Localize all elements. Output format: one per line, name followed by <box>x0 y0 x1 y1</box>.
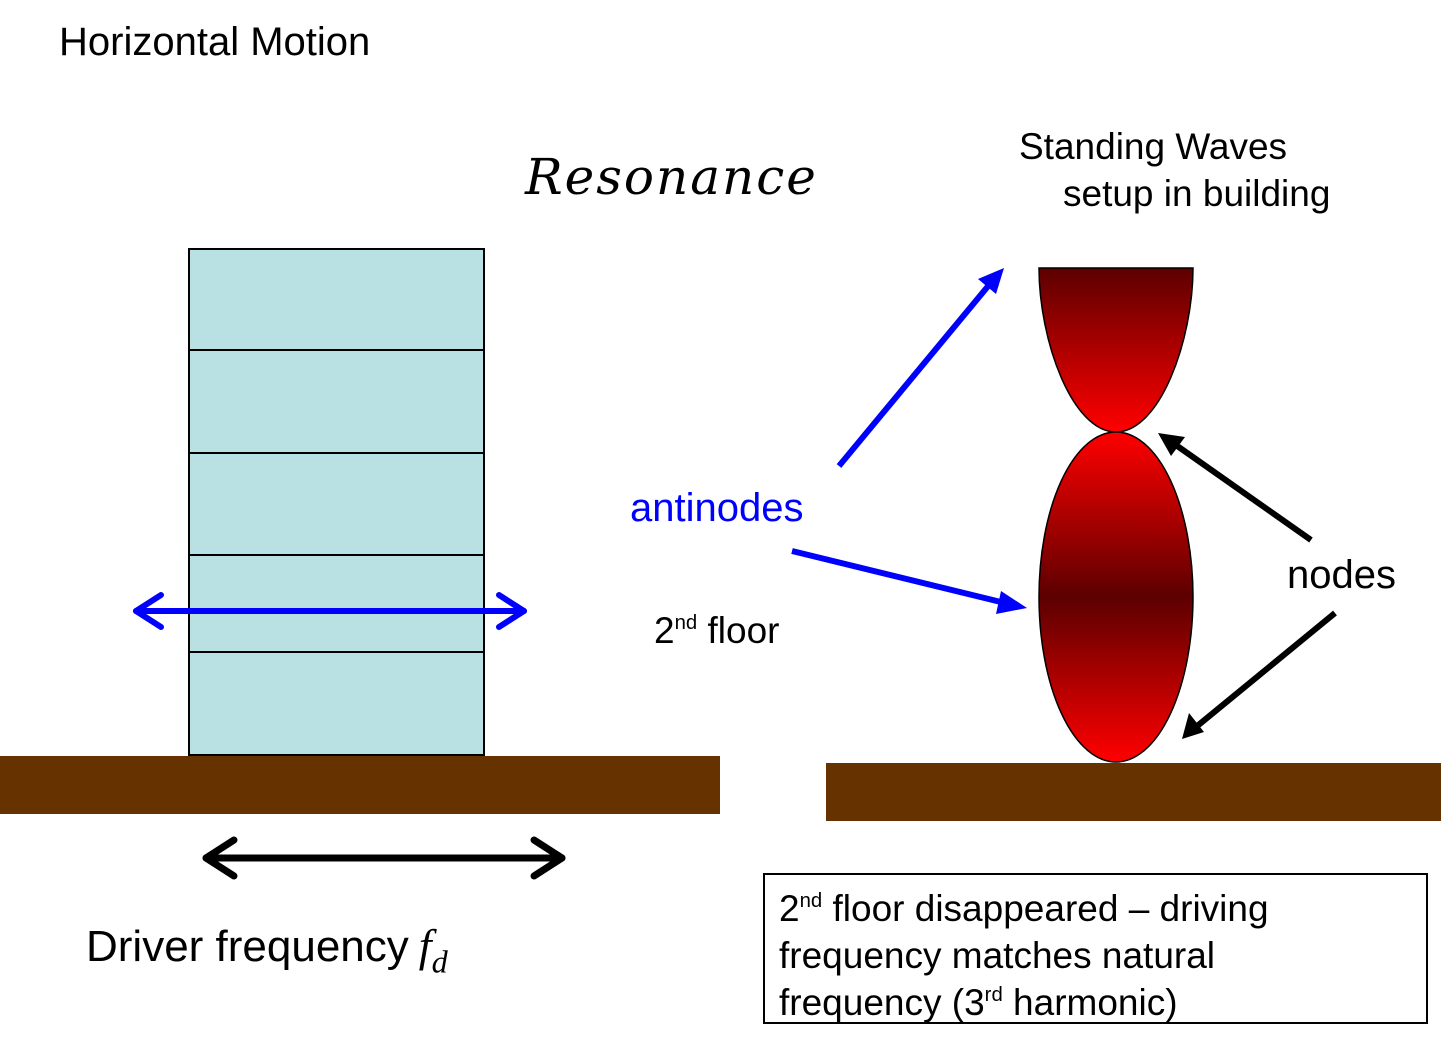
antinode-arrow-top <box>836 268 1004 468</box>
building-floor-2 <box>188 554 485 653</box>
building-floor-5 <box>188 248 485 351</box>
floor-motion-arrow <box>133 592 527 630</box>
note-l3-start: frequency (3 <box>779 982 985 1023</box>
note-line-1: 2nd floor disappeared – driving <box>779 885 1412 932</box>
driver-motion-arrow <box>202 836 566 880</box>
node-arrow-lower <box>1182 610 1337 739</box>
note-l1-rest: floor disappeared – driving <box>822 888 1269 929</box>
left-ground <box>0 756 720 814</box>
nodes-label: nodes <box>1287 553 1396 597</box>
standing-wave-middle-lobe <box>1038 431 1194 763</box>
note-l3-sup: rd <box>984 983 1003 1006</box>
standing-waves-line-1: Standing Waves <box>1019 126 1288 167</box>
note-l3-end: harmonic) <box>1002 982 1178 1023</box>
floor-word: floor <box>697 610 780 651</box>
building <box>188 248 485 756</box>
building-floor-3 <box>188 452 485 556</box>
second-floor-label: 2nd floor <box>654 610 779 652</box>
floor-ordinal-suffix: nd <box>674 611 698 634</box>
slide-title: Horizontal Motion <box>59 20 371 64</box>
driver-symbol-subscript: d <box>431 943 448 980</box>
note-l1-sup: nd <box>799 889 823 912</box>
standing-waves-line-2: setup in building <box>1063 173 1331 214</box>
note-line-2: frequency matches natural <box>779 935 1216 976</box>
note-l1-num: 2 <box>779 888 800 929</box>
standing-wave-top-lobe <box>1038 267 1194 433</box>
building-floor-1 <box>188 651 485 756</box>
node-arrow-upper <box>1158 433 1313 543</box>
building-floor-4 <box>188 349 485 454</box>
driver-frequency-symbol: fd <box>418 920 448 977</box>
floor-number: 2 <box>654 610 675 651</box>
antinode-arrow-middle <box>791 548 1027 614</box>
antinodes-label: antinodes <box>630 486 804 530</box>
right-ground <box>826 763 1441 821</box>
driver-frequency-text: Driver frequency <box>86 922 409 971</box>
note-line-3: frequency (3rd harmonic) <box>779 979 1412 1026</box>
driver-symbol-f: f <box>418 920 432 971</box>
explanation-box: 2nd floor disappeared – driving frequenc… <box>763 873 1428 1024</box>
resonance-heading: Resonance <box>525 148 818 206</box>
